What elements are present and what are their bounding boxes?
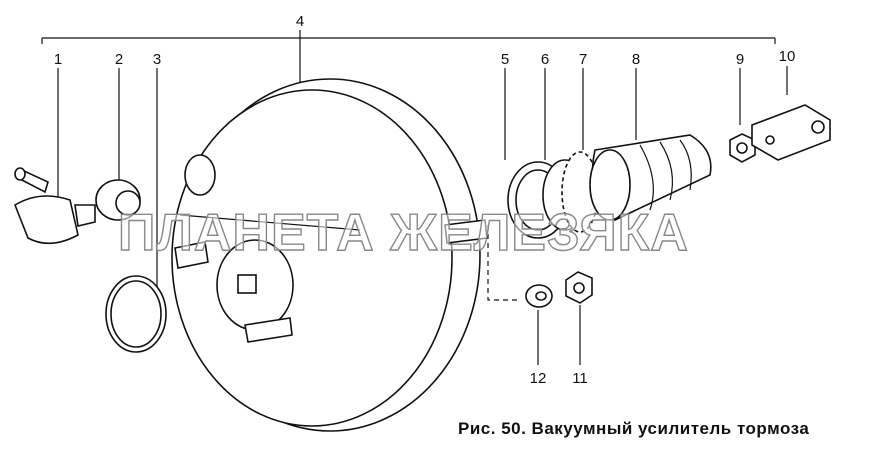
part-9-nut xyxy=(729,133,756,163)
part-2-grommet xyxy=(95,179,141,221)
callout-2: 2 xyxy=(115,51,123,68)
watermark: ПЛАНЕТА ЖЕЛЕЗЯКА xyxy=(118,204,689,262)
part-1-vacuum-fitting xyxy=(14,167,96,245)
figure-caption: Рис. 50. Вакуумный усилитель тормоза xyxy=(458,419,810,438)
part-4-booster-body xyxy=(171,78,488,432)
callout-8: 8 xyxy=(632,51,640,68)
callout-7: 7 xyxy=(579,51,587,68)
callout-4: 4 xyxy=(296,13,304,30)
callout-11: 11 xyxy=(572,370,588,387)
part-12-washer xyxy=(525,284,553,308)
callout-10: 10 xyxy=(779,48,796,65)
part-10-clevis xyxy=(751,104,831,161)
part-8-protective-boot xyxy=(589,134,712,221)
callout-6: 6 xyxy=(541,51,549,68)
callout-9: 9 xyxy=(736,51,744,68)
callout-bracket xyxy=(41,30,776,44)
callout-12: 12 xyxy=(530,370,547,387)
part-3-o-ring xyxy=(105,275,167,353)
callout-5: 5 xyxy=(501,51,509,68)
leader-lines xyxy=(57,38,788,365)
callout-3: 3 xyxy=(153,51,161,68)
callout-1: 1 xyxy=(54,51,62,68)
part-11-nut xyxy=(565,271,593,304)
